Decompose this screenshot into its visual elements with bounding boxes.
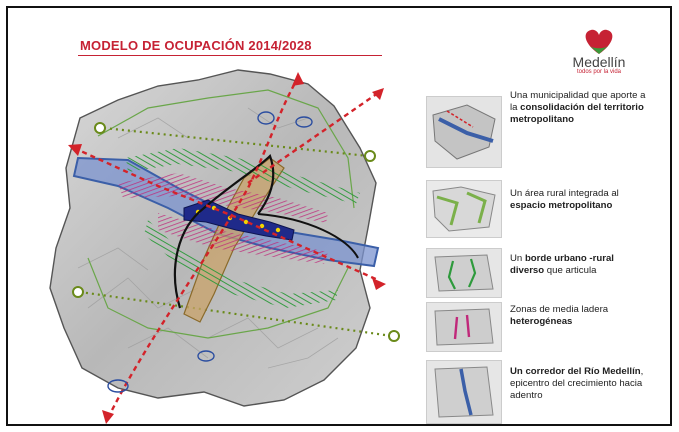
hillside-north	[118, 173, 328, 223]
urban-rural-boundary	[97, 89, 355, 209]
legend-text-part: heterogéneas	[510, 316, 573, 327]
legend-text-2: Un área rural integrada al espacio metro…	[510, 188, 650, 212]
logo-name: Medellín	[572, 54, 626, 70]
legend-text-part: Un área rural integrada al	[510, 188, 619, 199]
legend-text-1: Una municipalidad que aporte a la consol…	[510, 90, 650, 126]
slide-title: MODELO DE OCUPACIÓN 2014/2028	[80, 38, 312, 53]
legend-text-part: , epicentro del crecimiento hacia adentr…	[510, 366, 644, 401]
hillside-south	[158, 213, 328, 264]
development-axes	[73, 77, 379, 419]
black-ring	[173, 154, 275, 309]
legend-text-part: que articula	[544, 265, 597, 276]
legend-thumb-border	[426, 248, 502, 298]
legend-text-part: borde urbano -rural diverso	[510, 253, 614, 276]
medellin-heart-logo-icon	[585, 29, 613, 54]
water-loops	[107, 111, 313, 393]
logo-tagline: todos por la vida	[576, 69, 622, 75]
outer-axis-north	[103, 126, 369, 158]
legend-text-5: Un corredor del Río Medellín, epicentro …	[510, 366, 650, 402]
legend-text-part: Un	[510, 253, 525, 264]
legend-text-part: Una municipalidad que aporte a la	[510, 90, 646, 113]
green-belt-south	[144, 220, 338, 308]
occupation-model-map	[49, 69, 400, 424]
legend-text-part: Un corredor del Río Medellín	[510, 366, 641, 377]
legend-text-part: consolidación del territorio metropolita…	[510, 102, 644, 125]
legend-thumb-metropolitan	[426, 96, 502, 168]
legend-text-part: Zonas de media ladera	[510, 304, 609, 315]
slide: MODELO DE OCUPACIÓN 2014/2028 Medellín t…	[6, 6, 672, 426]
legend-text-part: espacio metropolitano	[510, 200, 613, 211]
medellin-logo: Medellín todos por la vida	[564, 26, 634, 80]
legend-thumb-hillside	[426, 302, 502, 352]
green-belt-north	[126, 148, 360, 204]
axis-arrowheads	[68, 72, 386, 424]
title-underline	[78, 55, 382, 56]
legend-text-4: Zonas de media ladera heterogéneas	[510, 304, 650, 328]
legend-text-3: Un borde urbano -rural diverso que artic…	[510, 253, 650, 277]
outer-axis-south	[79, 290, 393, 338]
legend-thumb-river	[426, 360, 502, 424]
legend-thumb-rural	[426, 180, 502, 238]
